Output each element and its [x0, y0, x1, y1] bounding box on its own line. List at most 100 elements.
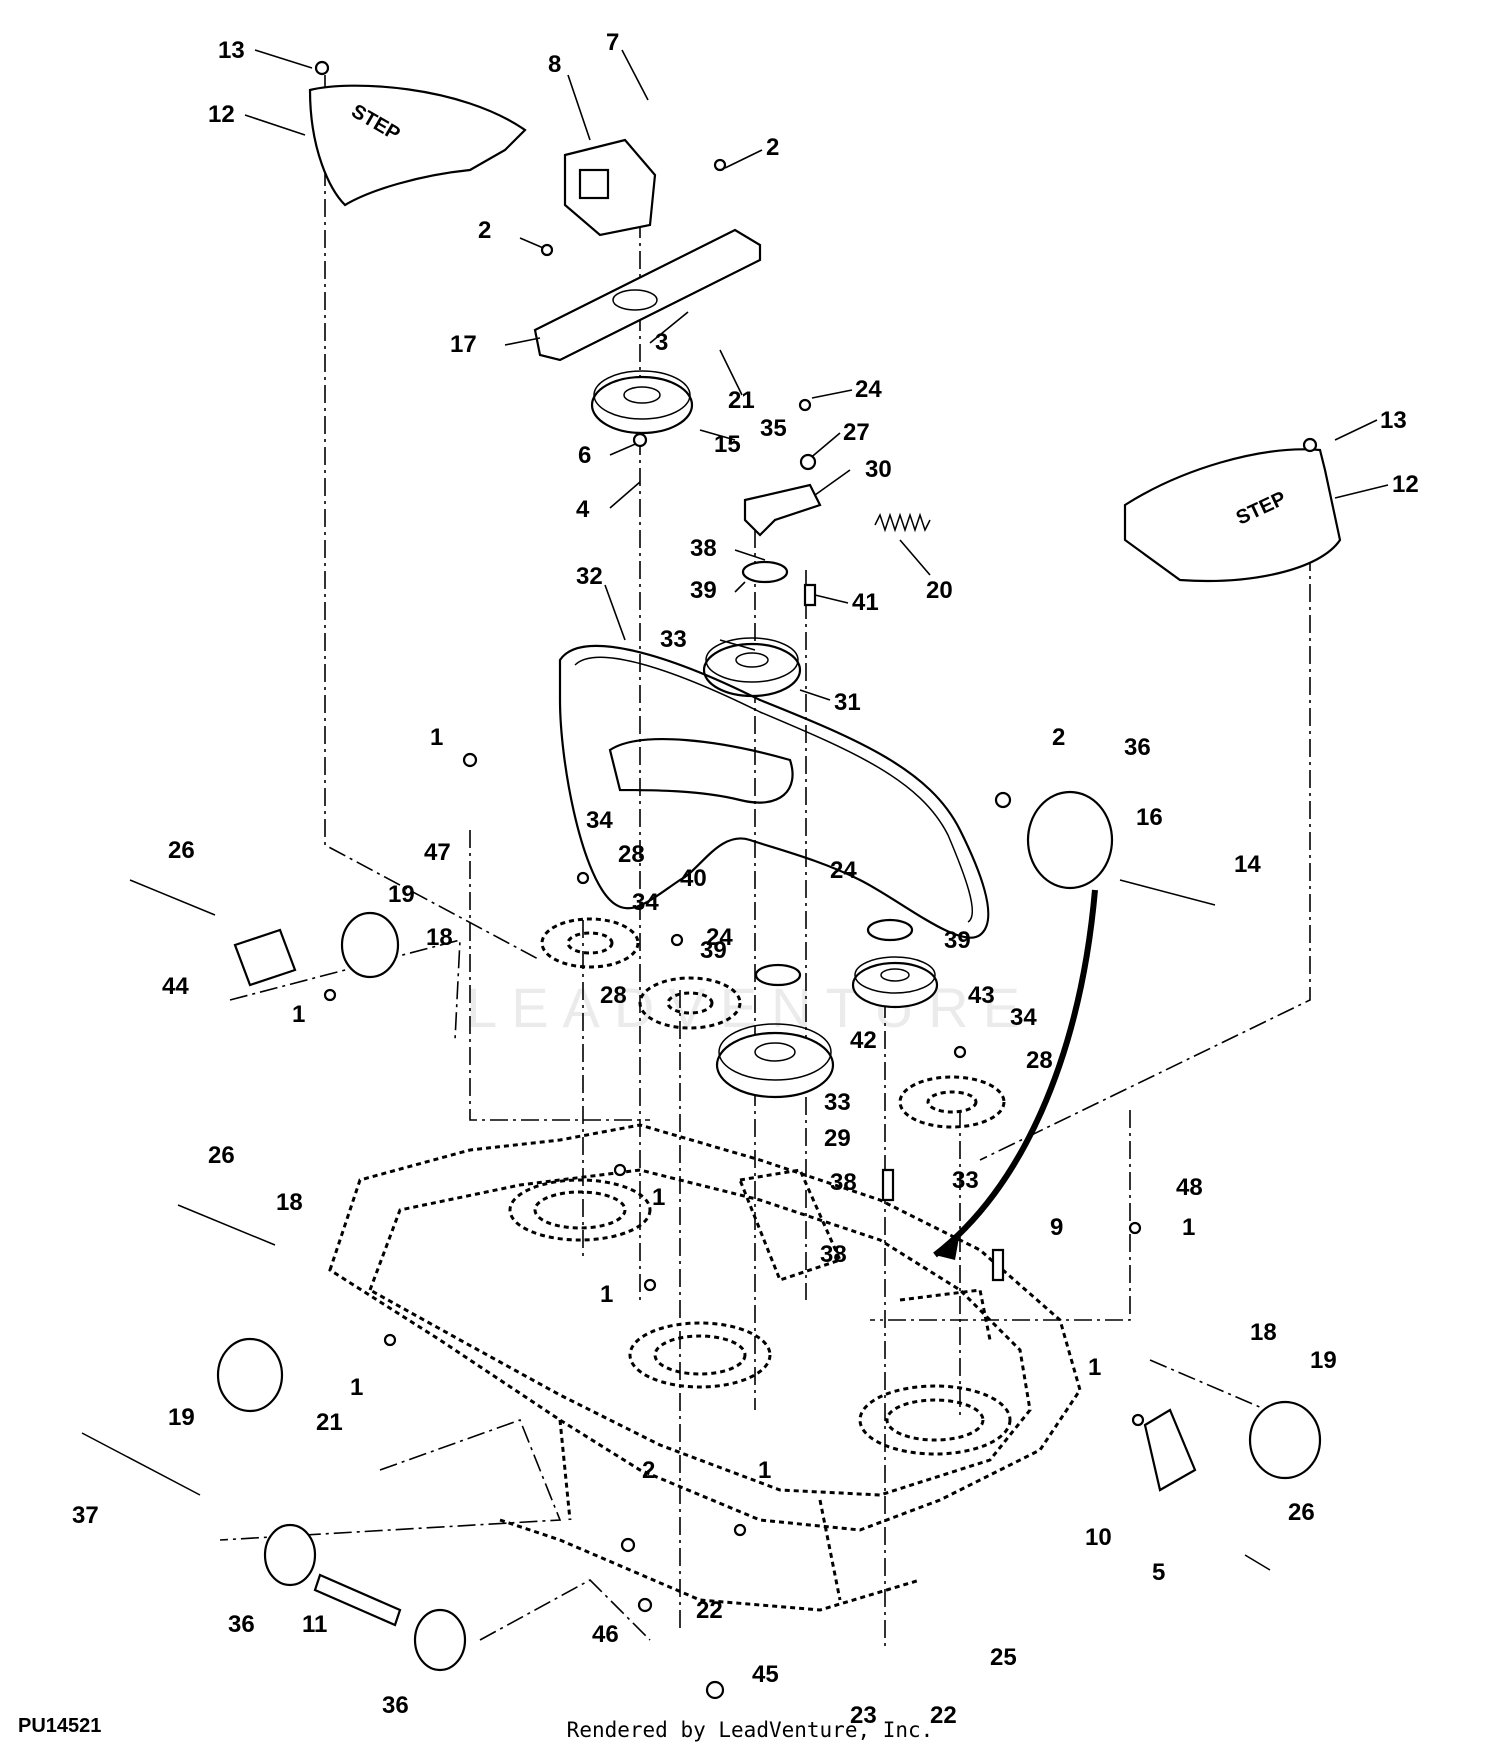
callout: 33 [824, 1089, 851, 1116]
callout: 2 [766, 134, 779, 161]
callout: 19 [168, 1404, 195, 1431]
callout: 1 [350, 1374, 363, 1401]
callout: 38 [820, 1241, 847, 1268]
callout: 30 [865, 456, 892, 483]
idler-pulley-31 [702, 637, 802, 698]
callout: 31 [834, 689, 861, 716]
wheel-bracket-left [233, 928, 297, 987]
callout: 34 [1010, 1004, 1037, 1031]
assembly-direction-arrow [933, 889, 1098, 1260]
callout: 9 [1050, 1214, 1063, 1241]
spindle-pulley-43 [851, 956, 939, 1009]
callout: 1 [758, 1457, 771, 1484]
callout: 46 [592, 1621, 619, 1648]
gearbox-mounting-bracket [533, 228, 762, 362]
callout: 18 [276, 1189, 303, 1216]
wheel-bracket-right [1143, 1408, 1197, 1492]
callout: 1 [430, 724, 443, 751]
callout: 20 [926, 577, 953, 604]
callout: 22 [930, 1702, 957, 1729]
callout: 1 [1088, 1354, 1101, 1381]
callout: 8 [548, 51, 561, 78]
callout: 1 [292, 1001, 305, 1028]
hardware-nuts-washers [314, 60, 1318, 1700]
callout: 39 [944, 927, 971, 954]
callout: 26 [168, 837, 195, 864]
callout: 43 [968, 982, 995, 1009]
callout-labels: 13 12 7 8 2 2 17 3 21 15 6 4 24 27 35 30… [72, 29, 1419, 1729]
callout: 21 [728, 387, 755, 414]
spindle-pulley-42 [715, 1023, 835, 1099]
callout: 41 [852, 589, 879, 616]
callout: 13 [1380, 407, 1407, 434]
idler-spring [874, 512, 931, 533]
callout: 18 [426, 924, 453, 951]
callout: 24 [855, 376, 882, 403]
callout: 1 [652, 1184, 665, 1211]
callout: 12 [1392, 471, 1419, 498]
callout: 11 [302, 1611, 327, 1638]
mower-deck-housing [328, 1123, 1082, 1612]
callout: 2 [642, 1457, 655, 1484]
drawing-code: PU14521 [18, 1715, 102, 1737]
callout: 18 [1250, 1319, 1277, 1346]
anti-scalp-wheels [216, 790, 1322, 1480]
callout: 2 [1052, 724, 1065, 751]
drive-pulley-15 [590, 370, 694, 435]
callout: 39 [700, 937, 727, 964]
assembly-centerlines [219, 75, 1311, 1650]
callout: 2 [478, 217, 491, 244]
bolts [81, 879, 1271, 1571]
callout: 5 [1152, 1559, 1165, 1586]
callout: 47 [424, 839, 451, 866]
idler-arm [743, 483, 822, 537]
callout: 27 [843, 419, 870, 446]
callout: 36 [382, 1692, 409, 1719]
callout: 17 [450, 331, 477, 358]
callout: 19 [388, 881, 415, 908]
callout: 28 [600, 982, 627, 1009]
callout: 29 [824, 1125, 851, 1152]
callout: 19 [1310, 1347, 1337, 1374]
no-step-shield-left: STEP [308, 84, 527, 207]
callout: 35 [760, 415, 787, 442]
drive-belt [558, 644, 990, 939]
callout: 24 [706, 924, 733, 951]
callout: 16 [1136, 804, 1163, 831]
callout: 33 [952, 1167, 979, 1194]
callout: 14 [1234, 851, 1261, 878]
callout: 7 [606, 29, 619, 56]
gearbox [563, 138, 657, 237]
callout: 28 [1026, 1047, 1053, 1074]
callout: 13 [218, 37, 245, 64]
callout: 1 [1182, 1214, 1195, 1241]
callout: 10 [1085, 1524, 1112, 1551]
callout: 23 [850, 1702, 877, 1729]
callout: 21 [316, 1409, 343, 1436]
callout: 32 [576, 563, 603, 590]
deck-rollers [263, 1523, 467, 1672]
render-credit: Rendered by LeadVenture, Inc. [566, 1718, 934, 1742]
callout: 38 [830, 1169, 857, 1196]
callout: 22 [696, 1597, 723, 1624]
callout: 25 [990, 1644, 1017, 1671]
callout: 24 [830, 857, 857, 884]
callout: 42 [850, 1027, 877, 1054]
callout: 40 [680, 865, 707, 892]
callout: 1 [600, 1281, 613, 1308]
callout: 12 [208, 101, 235, 128]
callout: 34 [586, 807, 613, 834]
callout: 34 [632, 889, 659, 916]
callout: 36 [1124, 734, 1151, 761]
callout: 33 [660, 626, 687, 653]
callout: 39 [690, 577, 717, 604]
callout: 36 [228, 1611, 255, 1638]
callout: 4 [576, 496, 590, 523]
callout: 6 [578, 442, 591, 469]
callout: 28 [618, 841, 645, 868]
callout: 37 [72, 1502, 99, 1529]
callout: 48 [1176, 1174, 1203, 1201]
callout: 44 [162, 973, 189, 1000]
callout: 45 [752, 1661, 779, 1688]
